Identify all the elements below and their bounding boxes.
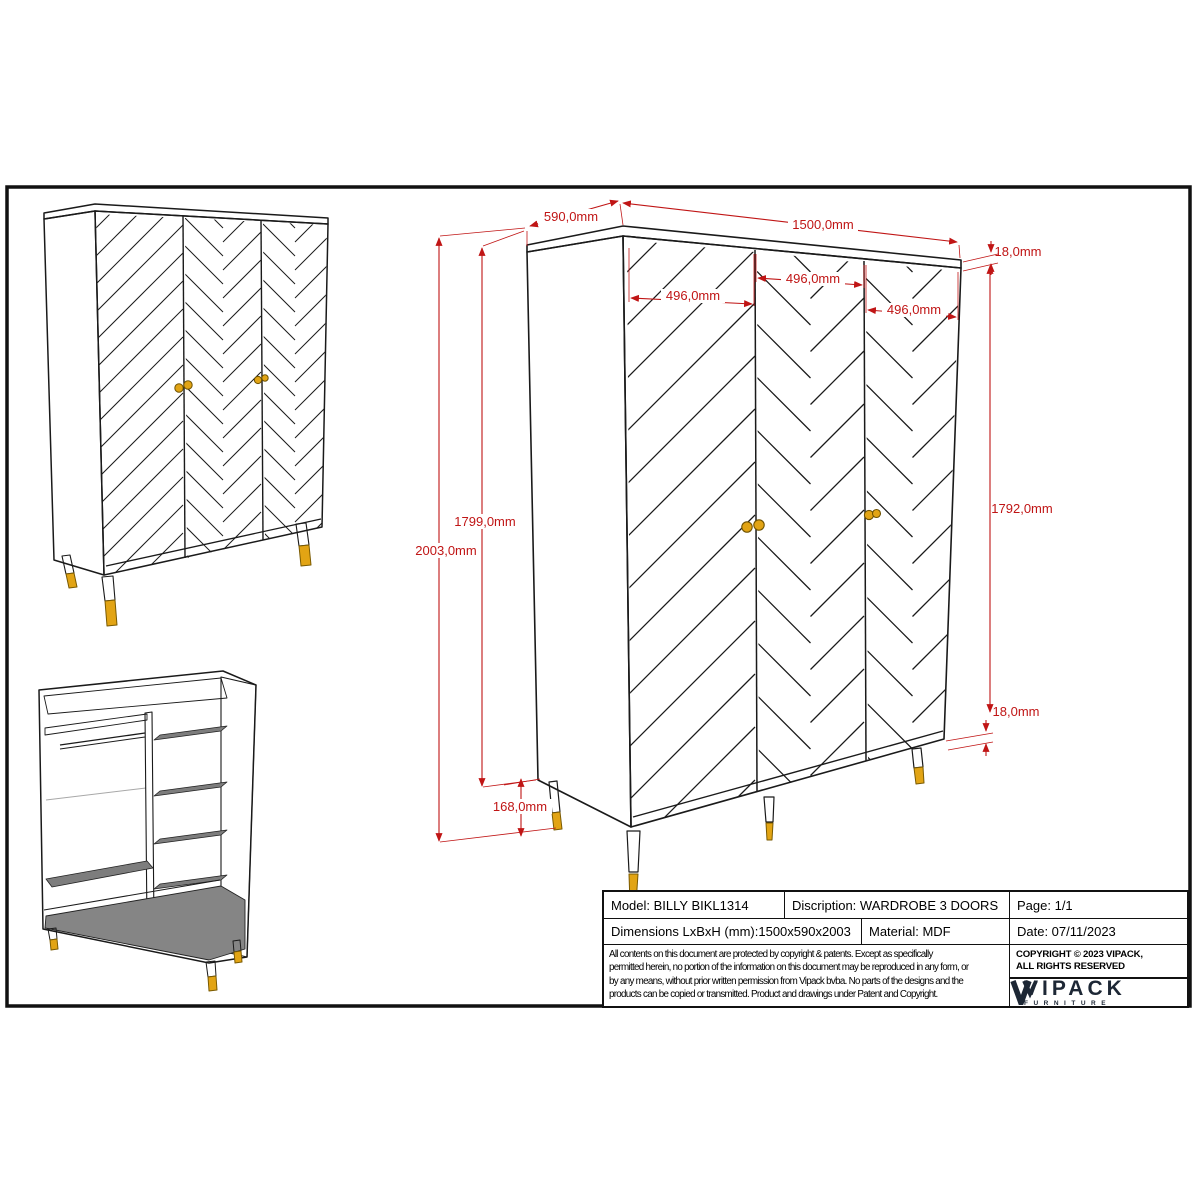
copyright-line: COPYRIGHT © 2023 VIPACK,: [1016, 949, 1143, 960]
dim-door2: 496,0mm: [786, 271, 840, 286]
wardrobe-legs: [548, 747, 925, 905]
title-dimensions: Dimensions LxBxH (mm):1500x590x2003: [604, 919, 862, 945]
legal-text: All contents on this document are protec…: [604, 945, 1010, 1006]
title-material: Material: MDF: [862, 919, 1010, 945]
vipack-logo-subtext: FURNITURE: [1024, 999, 1112, 1007]
wardrobe-3d-view: [43, 203, 329, 627]
door-knobs: [741, 508, 882, 533]
wardrobe-legs: [61, 522, 312, 627]
interior-legs: [47, 927, 243, 992]
title-block: Model: BILLY BIKL1314 Discription: WARDR…: [602, 890, 1189, 1008]
copyright-notice: COPYRIGHT © 2023 VIPACK, ALL RIGHTS RESE…: [1010, 945, 1187, 978]
door-pattern: [96, 214, 184, 575]
dim-front-height: 1799,0mm: [454, 514, 515, 529]
title-model: Model: BILLY BIKL1314: [604, 892, 785, 919]
dim-width: 1500,0mm: [792, 217, 853, 232]
title-description: Discription: WARDROBE 3 DOORS: [785, 892, 1010, 919]
title-date: Date: 07/11/2023: [1010, 919, 1187, 945]
interior-shelves: [153, 725, 228, 890]
door-pattern: [627, 240, 756, 826]
door-pattern: [263, 222, 327, 540]
dim-legs: 168,0mm: [493, 799, 547, 814]
legal-line: by any means, without prior written perm…: [609, 975, 964, 987]
wardrobe-interior-view: [38, 670, 257, 992]
title-page: Page: 1/1: [1010, 892, 1187, 919]
dim-doors-height: 1792,0mm: [991, 501, 1052, 516]
door-knobs: [174, 374, 269, 393]
dim-depth: 590,0mm: [544, 209, 598, 224]
legal-line: All contents on this document are protec…: [609, 949, 933, 960]
copyright-line: ALL RIGHTS RESERVED: [1016, 960, 1125, 972]
sheet-frame: [5, 185, 1192, 1008]
dim-bottom-panel: 18,0mm: [993, 704, 1040, 719]
vipack-logo-text: VIPACK: [1024, 978, 1126, 1000]
dim-door3: 496,0mm: [887, 302, 941, 317]
dim-door1: 496,0mm: [666, 288, 720, 303]
dimension-labels: 590,0mm 1500,0mm 18,0mm 496,0mm 496,0mm …: [412, 209, 1054, 814]
legal-line: products can be copied or transmitted. P…: [609, 989, 938, 1001]
vipack-logo-icon: [1010, 980, 1038, 1005]
legal-line: permitted herein, no portion of the info…: [609, 962, 969, 974]
dim-top-panel: 18,0mm: [995, 244, 1042, 259]
dim-total-height: 2003,0mm: [415, 543, 476, 558]
